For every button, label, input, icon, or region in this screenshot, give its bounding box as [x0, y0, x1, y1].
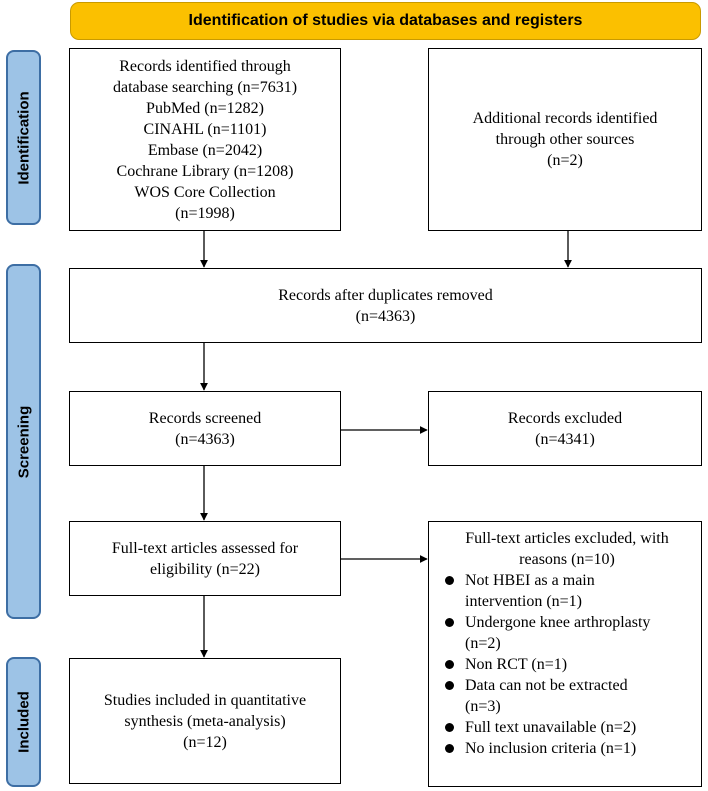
excluded-title: Full-text articles excluded, with reason…	[439, 528, 695, 570]
bullet-icon	[445, 576, 454, 585]
phase-included: Included	[6, 657, 41, 787]
box-line: database searching (n=7631)	[112, 78, 298, 96]
reason-line: (n=2)	[465, 635, 501, 652]
exclusion-reason: Not HBEI as a main intervention (n=1)	[439, 570, 695, 612]
reason-line: No inclusion criteria (n=1)	[465, 740, 637, 757]
box-line: Records excluded	[507, 409, 623, 427]
exclusion-reason: Undergone knee arthroplasty (n=2)	[439, 612, 695, 654]
box-line: Records identified through	[119, 57, 291, 75]
bullet-icon	[445, 618, 454, 627]
bullet-icon	[445, 660, 454, 669]
box-line: Full-text articles excluded, with	[465, 530, 669, 547]
box-after-duplicates: Records after duplicates removed (n=4363…	[69, 268, 702, 343]
phase-screening: Screening	[6, 264, 41, 619]
box-line: (n=4363)	[175, 430, 235, 448]
exclusion-reason: No inclusion criteria (n=1)	[439, 738, 695, 759]
reason-line: Not HBEI as a main	[465, 572, 595, 589]
bullet-icon	[445, 681, 454, 690]
exclusion-reason: Full text unavailable (n=2)	[439, 717, 695, 738]
phase-identification: Identification	[6, 50, 41, 225]
box-line: Embase (n=2042)	[147, 141, 263, 159]
box-line: (n=4341)	[535, 430, 595, 448]
box-records-screened: Records screened (n=4363)	[69, 391, 341, 466]
reason-line: Full text unavailable (n=2)	[465, 719, 637, 736]
reason-line: Undergone knee arthroplasty	[465, 614, 651, 631]
box-line: Cochrane Library (n=1208)	[116, 162, 294, 180]
exclusion-reason: Non RCT (n=1)	[439, 654, 695, 675]
box-line: through other sources	[495, 131, 635, 148]
box-other-sources: Additional records identified through ot…	[428, 48, 702, 231]
box-full-text-excluded: Full-text articles excluded, with reason…	[428, 521, 702, 787]
reason-line: (n=3)	[465, 698, 501, 715]
box-records-excluded: Records excluded (n=4341)	[428, 391, 702, 466]
box-line: (n=2)	[547, 152, 583, 169]
reason-line: intervention (n=1)	[465, 593, 582, 610]
box-line: eligibility (n=22)	[150, 560, 260, 578]
box-line: synthesis (meta-analysis)	[124, 712, 286, 730]
reason-line: Non RCT (n=1)	[465, 656, 568, 673]
reason-line: Data can not be extracted	[465, 677, 628, 694]
banner-title: Identification of studies via databases …	[70, 2, 701, 40]
box-line: (n=12)	[183, 733, 227, 751]
box-line: Studies included in quantitative	[103, 691, 307, 709]
exclusion-reason: Data can not be extracted (n=3)	[439, 675, 695, 717]
box-line: Records after duplicates removed	[278, 286, 493, 304]
box-line: CINAHL (n=1101)	[143, 120, 267, 138]
box-line: PubMed (n=1282)	[146, 99, 264, 117]
box-line: (n=1998)	[175, 204, 235, 222]
box-line: reasons (n=10)	[519, 551, 615, 568]
box-line: (n=4363)	[355, 307, 416, 325]
box-line: Additional records identified	[472, 110, 658, 127]
box-line: Records screened	[148, 409, 262, 427]
box-line: WOS Core Collection	[134, 183, 276, 201]
box-line: Full-text articles assessed for	[111, 539, 299, 557]
box-database-search: Records identified through database sear…	[69, 48, 341, 231]
box-full-text-assessed: Full-text articles assessed for eligibil…	[69, 521, 341, 596]
bullet-icon	[445, 723, 454, 732]
exclusion-reasons-list: Not HBEI as a main intervention (n=1) Un…	[439, 570, 695, 759]
bullet-icon	[445, 744, 454, 753]
box-studies-included: Studies included in quantitative synthes…	[69, 658, 341, 784]
